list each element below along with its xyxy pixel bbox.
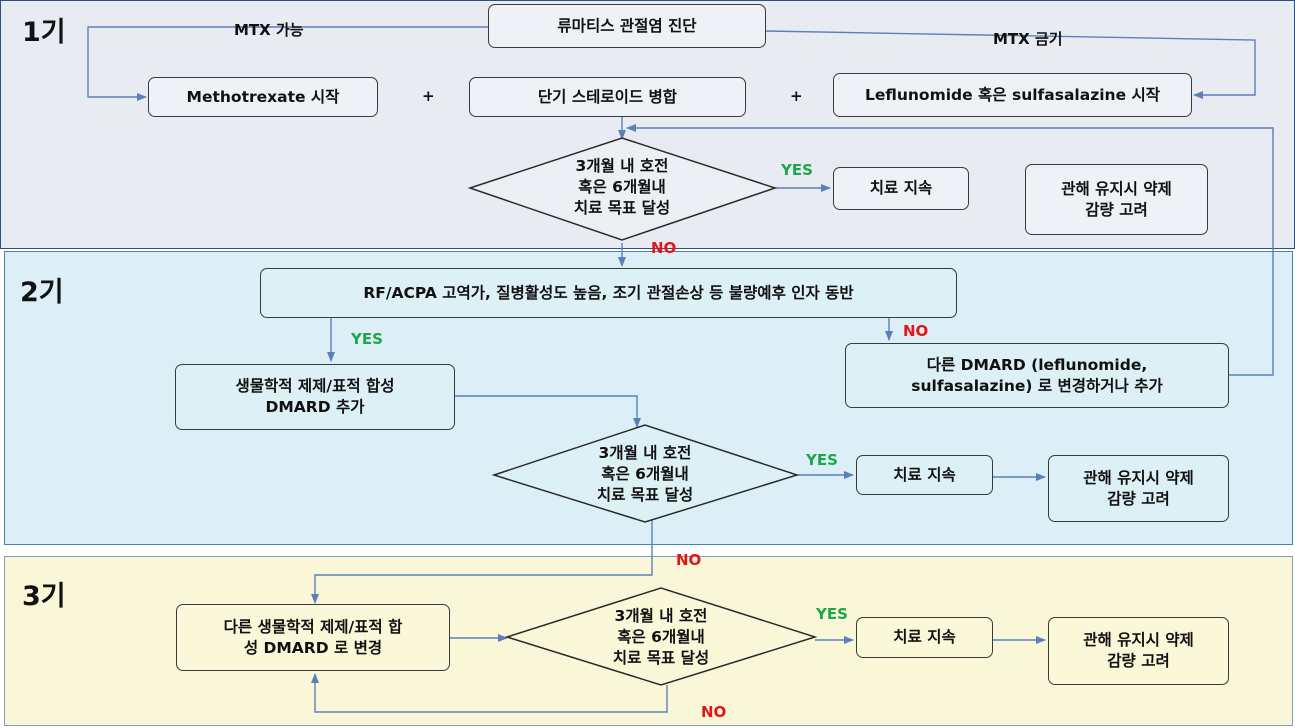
switch-biologic-box[interactable]: 다른 생물학적 제제/표적 합 성 DMARD 로 변경 [176, 604, 450, 671]
continue-box-3[interactable]: 치료 지속 [856, 617, 993, 658]
taper-box-1[interactable]: 관해 유지시 약제 감량 고려 [1025, 164, 1208, 235]
decision-1-yes-label: YES [781, 161, 813, 179]
decision-3-no-label: NO [701, 703, 727, 721]
decision-diamond-1 [467, 137, 778, 241]
mtx-contra-label: MTX 금기 [993, 30, 1063, 48]
plus-left: + [422, 87, 435, 105]
leflunomide-box[interactable]: Leflunomide 혹은 sulfasalazine 시작 [833, 73, 1192, 117]
steroid-box[interactable]: 단기 스테로이드 병합 [469, 77, 746, 117]
decision-2-no-label: NO [676, 551, 702, 569]
decision-1-text: 3개월 내 호전 혹은 6개월내 치료 목표 달성 [573, 157, 671, 217]
arrow-other-dmard-loop [626, 124, 1274, 376]
plus-right: + [790, 87, 803, 105]
risk-yes-label: YES [351, 330, 383, 348]
arrow-biologic-to-decision [455, 395, 641, 428]
methotrexate-box[interactable]: Methotrexate 시작 [148, 77, 378, 117]
stage-2-label: 2기 [20, 277, 64, 308]
continue-box-2[interactable]: 치료 지속 [856, 455, 993, 495]
arrow-mtx-ok [87, 26, 488, 101]
taper-box-3[interactable]: 관해 유지시 약제 감량 고려 [1048, 617, 1229, 685]
other-dmard-box[interactable]: 다른 DMARD (leflunomide, sulfasalazine) 로 … [845, 343, 1229, 408]
decision-2-yes-label: YES [806, 451, 838, 469]
decision-1-no-label: NO [651, 239, 677, 257]
decision-3-text: 3개월 내 호전 혹은 6개월내 치료 목표 달성 [612, 607, 710, 667]
decision-3-yes-label: YES [816, 605, 848, 623]
taper-box-2[interactable]: 관해 유지시 약제 감량 고려 [1048, 455, 1229, 522]
arrow-decision2-no [311, 520, 653, 604]
decision-diamond-3 [504, 587, 818, 686]
arrow-mtx-contra [765, 30, 1256, 99]
risk-no-label: NO [903, 322, 929, 340]
biologic-box[interactable]: 생물학적 제제/표적 합성 DMARD 추가 [175, 364, 455, 430]
mtx-ok-label: MTX 가능 [234, 21, 304, 39]
arrow-decision3-no [311, 673, 668, 713]
decision-diamond-2 [491, 424, 800, 523]
decision-2-text: 3개월 내 호전 혹은 6개월내 치료 목표 달성 [596, 444, 694, 504]
continue-box-1[interactable]: 치료 지속 [833, 167, 969, 210]
risk-factor-box[interactable]: RF/ACPA 고역가, 질병활성도 높음, 조기 관절손상 등 불량예후 인자… [260, 268, 957, 318]
stage-3-label: 3기 [22, 581, 66, 612]
stage-1-label: 1기 [22, 17, 66, 48]
diagnosis-box[interactable]: 류마티스 관절염 진단 [488, 4, 766, 48]
